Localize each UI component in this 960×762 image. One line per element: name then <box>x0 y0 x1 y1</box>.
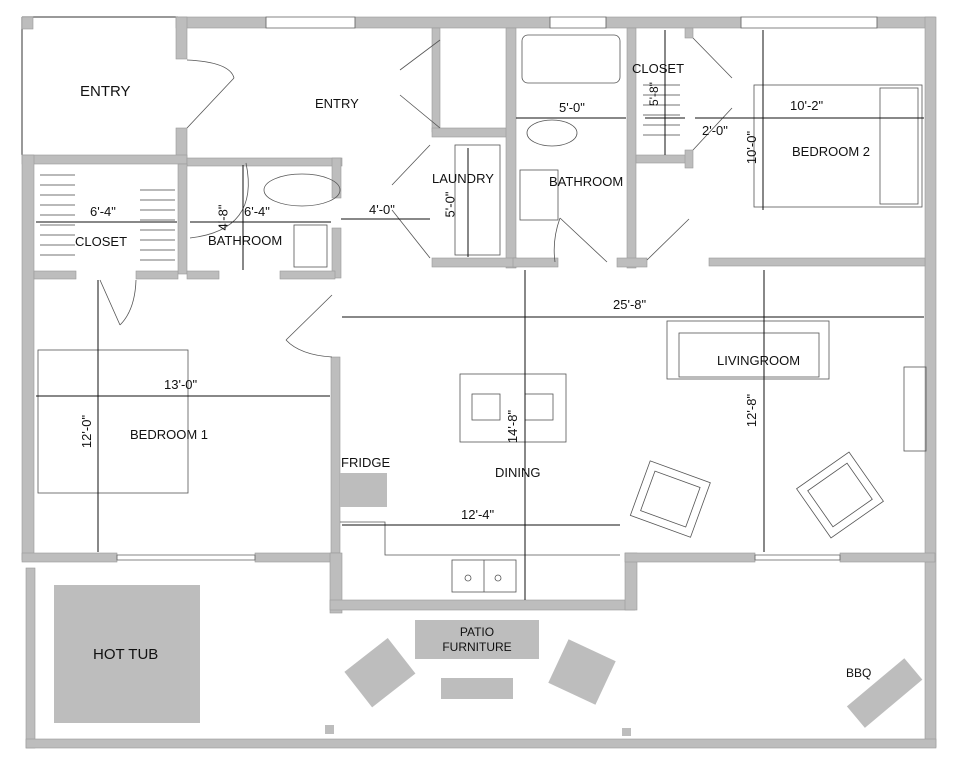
dim-bedroom2-width: 10'-2" <box>790 98 824 113</box>
room-label-bedroom-1: BEDROOM 1 <box>130 427 209 442</box>
patio-table-block <box>415 620 539 659</box>
dim-bedroom1-width: 13'-0" <box>164 377 198 392</box>
room-label-bedroom-2: BEDROOM 2 <box>792 144 871 159</box>
room-label-entry-inner: ENTRY <box>315 96 359 111</box>
fridge-block <box>340 473 387 507</box>
dim-bathroom2-width: 5'-0" <box>559 100 585 115</box>
fixture-blocks <box>54 473 923 736</box>
dim-bedroom1-depth: 12'-0" <box>79 414 95 449</box>
dim-bedroom2-depth: 10'-0" <box>744 130 760 165</box>
entry-porch-outline <box>21 16 178 155</box>
fixture-label-hot-tub: HOT TUB <box>93 646 159 663</box>
room-label-entry-outer: ENTRY <box>80 83 131 100</box>
dim-main-width: 25'-8" <box>613 297 647 312</box>
dim-hall-width: 4'-0" <box>369 202 395 217</box>
dim-closet2-width: 2'-0" <box>702 123 728 138</box>
room-label-bathroom-2: BATHROOM <box>549 174 624 189</box>
dim-closet1-width: 6'-4" <box>90 204 116 219</box>
walls <box>21 16 937 749</box>
dimension-lines <box>36 30 924 600</box>
dim-living-depth: 12'-8" <box>744 393 760 428</box>
dim-bathroom1-width: 6'-4" <box>244 204 270 219</box>
dim-laundry-depth: 5'-0" <box>442 191 458 218</box>
dim-bathroom1-depth: 4'-8" <box>215 204 231 231</box>
dim-kitchen-width: 12'-4" <box>461 507 495 522</box>
room-label-laundry: LAUNDRY <box>432 171 494 186</box>
room-label-closet-1: CLOSET <box>75 234 128 249</box>
fixture-label-fridge: FRIDGE <box>341 455 391 470</box>
room-label-dining: DINING <box>495 465 541 480</box>
furniture <box>37 34 927 593</box>
doors <box>99 37 733 358</box>
room-label-bathroom-1: BATHROOM <box>208 233 283 248</box>
hot-tub-block <box>54 585 200 723</box>
room-label-livingroom: LIVINGROOM <box>717 353 801 368</box>
dim-closet2-depth: 5'-8" <box>646 82 661 106</box>
dim-dining-depth: 14'-8" <box>505 409 521 444</box>
fixture-label-patio-2: FURNITURE <box>442 640 512 654</box>
room-label-closet-2: CLOSET <box>632 61 685 76</box>
fixture-label-bbq: BBQ <box>846 666 872 680</box>
fixture-label-patio-1: PATIO <box>459 625 495 639</box>
